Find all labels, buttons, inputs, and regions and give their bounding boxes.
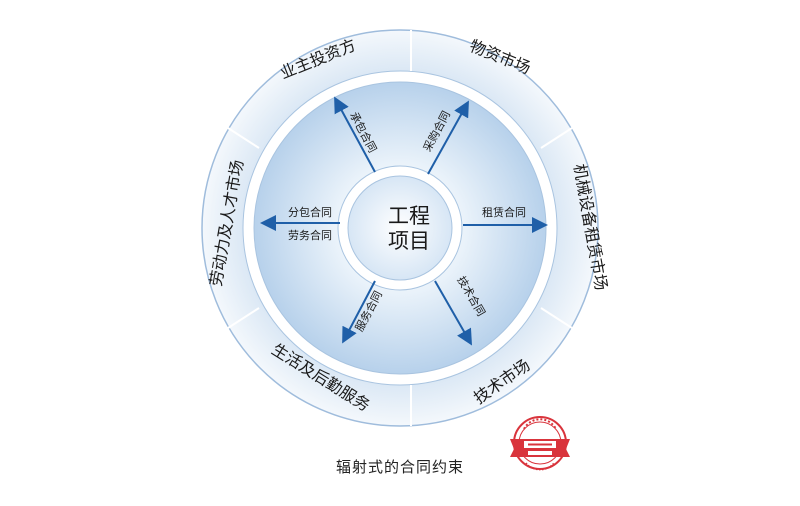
- outer-ring-dividers: [227, 30, 573, 426]
- center-label-line1: 工程: [388, 204, 430, 228]
- arrow-upper-right: [427, 100, 469, 175]
- arrow-upper-left: [334, 96, 376, 173]
- contract-label-left-top: 分包合同: [288, 205, 332, 219]
- watermark-stamp: [510, 416, 570, 471]
- center-core: [347, 175, 453, 281]
- diagram-caption: 辐射式的合同约束: [335, 458, 464, 476]
- contract-arrows: [260, 96, 548, 346]
- arrow-lower-right: [434, 280, 472, 346]
- contract-label-right: 租赁合同: [482, 205, 526, 219]
- center-label-line2: 项目: [388, 229, 430, 253]
- contract-label-left-bottom: 劳务合同: [288, 228, 332, 242]
- arrow-lower-left: [342, 280, 376, 344]
